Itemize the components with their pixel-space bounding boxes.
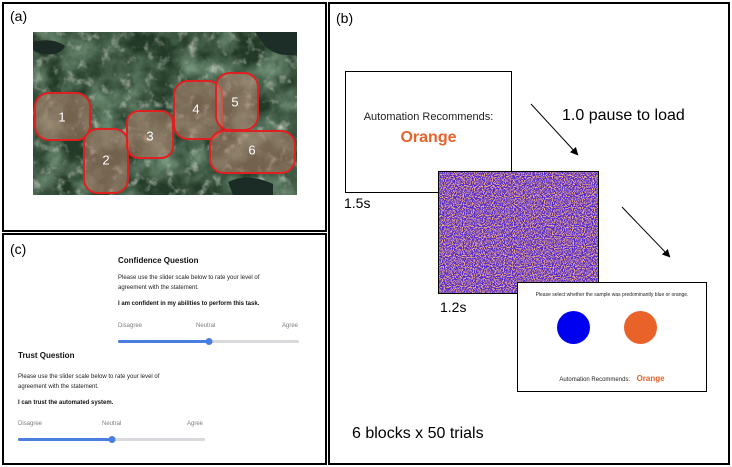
aerial-map-svg <box>33 32 297 195</box>
arrow-to-noise <box>530 103 579 156</box>
panel-b-label: (b) <box>336 10 354 26</box>
recommendation-value: Orange <box>400 129 457 146</box>
trust-instruction-line2: agreement with the statement. <box>18 384 99 390</box>
region-label-6: 6 <box>248 142 256 158</box>
lake-shape <box>228 177 273 195</box>
selection-recommend-row: Automation Recommends: Orange <box>517 368 707 386</box>
trust-instruction-line1: Please use the slider scale below to rat… <box>18 374 160 380</box>
aerial-map-image <box>33 32 297 195</box>
trust-slider[interactable] <box>18 436 205 443</box>
trust-tick-disagree: Disagree <box>18 421 43 427</box>
selection-recommend-label: Automation Recommends: <box>559 377 631 383</box>
region-label-1: 1 <box>58 109 66 125</box>
panel-a-label: (a) <box>10 8 28 24</box>
timing-label-second: 1.2s <box>440 299 467 315</box>
trust-statement: I can trust the automated system. <box>18 400 114 406</box>
selection-screen <box>517 282 707 392</box>
orange-choice-button[interactable] <box>624 311 657 344</box>
region-3-outline <box>126 110 174 159</box>
timing-label-first: 1.5s <box>344 195 371 211</box>
trust-slider-thumb[interactable] <box>108 436 115 443</box>
trust-slider-fill <box>18 438 112 441</box>
confidence-statement: I am confident in my abilities to perfor… <box>118 301 260 307</box>
region-6-outline <box>209 130 296 174</box>
panel-c: (c) <box>2 233 327 465</box>
region-label-5: 5 <box>231 94 239 110</box>
region-1-outline <box>34 92 91 141</box>
recommendation-label: Automation Recommends: <box>363 111 494 123</box>
confidence-question-title: Confidence Question <box>118 256 199 265</box>
blocks-text: 6 blocks x 50 trials <box>352 425 484 442</box>
confidence-tick-neutral: Neutral <box>196 323 216 329</box>
selection-recommend-value: Orange <box>636 374 665 383</box>
lake-shape <box>33 40 65 55</box>
confidence-slider[interactable] <box>118 338 299 345</box>
arrow-to-selection <box>621 206 671 258</box>
confidence-slider-thumb[interactable] <box>205 338 212 345</box>
confidence-instruction-line1: Please use the slider scale below to rat… <box>118 275 260 281</box>
noise-orange-specks <box>439 172 598 293</box>
confidence-slider-fill <box>118 340 209 343</box>
region-2-outline <box>83 128 129 194</box>
region-label-3: 3 <box>146 128 154 144</box>
trust-question-title: Trust Question <box>18 351 75 360</box>
noise-stimulus-svg <box>439 172 598 293</box>
confidence-tick-disagree: Disagree <box>118 323 143 329</box>
trust-tick-neutral: Neutral <box>102 421 122 427</box>
region-label-4: 4 <box>192 101 200 117</box>
pause-text: 1.0 pause to load <box>562 107 685 124</box>
lake-shape <box>255 32 297 55</box>
confidence-tick-agree: Agree <box>282 323 299 329</box>
panel-c-label: (c) <box>10 241 27 257</box>
region-label-2: 2 <box>102 152 110 168</box>
trust-tick-agree: Agree <box>187 421 204 427</box>
blue-choice-button[interactable] <box>557 311 590 344</box>
selection-prompt: Please select whether the sample was pre… <box>535 292 689 298</box>
noise-stimulus-image <box>438 171 599 294</box>
confidence-instruction-line2: agreement with the statement. <box>118 285 199 291</box>
